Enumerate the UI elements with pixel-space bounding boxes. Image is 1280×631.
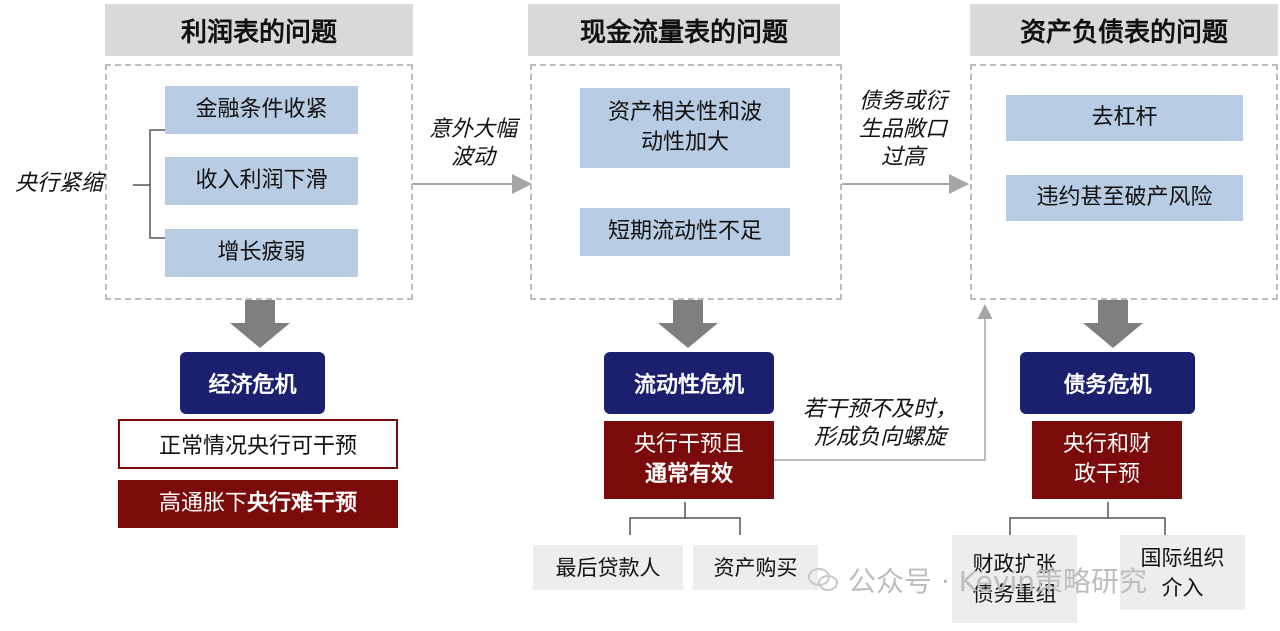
balance-problems-box <box>970 64 1278 300</box>
cashflow-problems-box <box>530 64 842 300</box>
wechat-icon <box>808 567 838 593</box>
debt-response: 央行和财 政干预 <box>1032 421 1182 499</box>
liquidity-response-line1: 央行干预且 <box>633 432 744 457</box>
arrow-spiral-to-balance <box>774 304 993 461</box>
note-normal-intervention: 正常情况央行可干预 <box>118 419 398 469</box>
header-income-statement: 利润表的问题 <box>105 4 413 56</box>
tool-intl-line1: 国际组织 <box>1140 545 1225 570</box>
note-high-inflation: 高通胀下央行难干预 <box>118 480 398 528</box>
balance-item-default-risk: 违约甚至破产风险 <box>1006 175 1243 221</box>
cashflow-item-correlation: 资产相关性和波 动性加大 <box>580 88 790 168</box>
income-item-revenue-decline: 收入利润下滑 <box>165 157 358 205</box>
crisis-debt: 债务危机 <box>1020 352 1195 414</box>
label-spiral-line2: 形成负向螺旋 <box>813 425 946 450</box>
cashflow-item-correlation-line1: 资产相关性和波 <box>607 100 762 125</box>
liquidity-response-line2: 通常有效 <box>644 462 733 487</box>
label-debt-line2: 生品敞口 <box>858 117 947 142</box>
income-item-weak-growth: 增长疲弱 <box>165 229 358 277</box>
watermark-text: 公众号 · Kevin策略研究 <box>848 565 1147 598</box>
label-unexpected-volatility: 意外大幅 波动 <box>418 116 528 172</box>
tool-fiscal-expansion: 财政扩张 债务重组 <box>952 535 1077 623</box>
tightening-brace <box>133 129 165 239</box>
label-debt-line1: 债务或衍 <box>858 89 947 114</box>
tool-intl-line2: 介入 <box>1161 575 1204 600</box>
watermark: 公众号 · Kevin策略研究 <box>808 560 1248 600</box>
debt-response-line1: 央行和财 <box>1062 432 1151 457</box>
tool-lender-of-last-resort: 最后贷款人 <box>533 545 683 590</box>
down-arrow-cashflow <box>658 300 718 348</box>
crisis-liquidity: 流动性危机 <box>604 352 774 414</box>
tool-fiscal-line2: 债务重组 <box>972 582 1057 606</box>
label-central-bank-tightening: 央行紧缩 <box>15 171 104 196</box>
tool-asset-purchase: 资产购买 <box>693 545 818 590</box>
income-problems-box <box>105 64 413 300</box>
label-debt-exposure: 债务或衍 生品敞口 过高 <box>847 88 959 172</box>
label-unexpected-line1: 意外大幅 <box>428 117 517 142</box>
tool-fiscal-line1: 财政扩张 <box>972 552 1057 576</box>
note-high-inflation-bold: 央行难干预 <box>247 491 358 516</box>
cashflow-item-correlation-line2: 动性加大 <box>640 130 729 155</box>
header-balance-sheet: 资产负债表的问题 <box>970 4 1278 56</box>
crisis-economic: 经济危机 <box>180 352 325 414</box>
liquidity-response: 央行干预且 通常有效 <box>604 421 774 499</box>
note-high-inflation-prefix: 高通胀下 <box>158 491 247 516</box>
income-item-financial-conditions: 金融条件收紧 <box>165 86 358 134</box>
debt-tools-brace <box>1009 502 1166 535</box>
label-debt-line3: 过高 <box>880 145 925 170</box>
liquidity-tools-brace <box>629 502 741 535</box>
tool-international-org: 国际组织 介入 <box>1120 535 1245 610</box>
header-cashflow-statement: 现金流量表的问题 <box>528 4 840 56</box>
down-arrow-income <box>230 300 290 348</box>
down-arrow-balance <box>1083 300 1143 348</box>
cashflow-item-short-liquidity: 短期流动性不足 <box>580 208 790 256</box>
label-spiral-line1: 若干预不及时， <box>802 397 957 422</box>
label-unexpected-line2: 波动 <box>450 145 495 170</box>
balance-item-deleverage: 去杠杆 <box>1006 95 1243 141</box>
label-negative-spiral: 若干预不及时， 形成负向螺旋 <box>780 396 980 452</box>
debt-response-line2: 政干预 <box>1073 462 1140 487</box>
